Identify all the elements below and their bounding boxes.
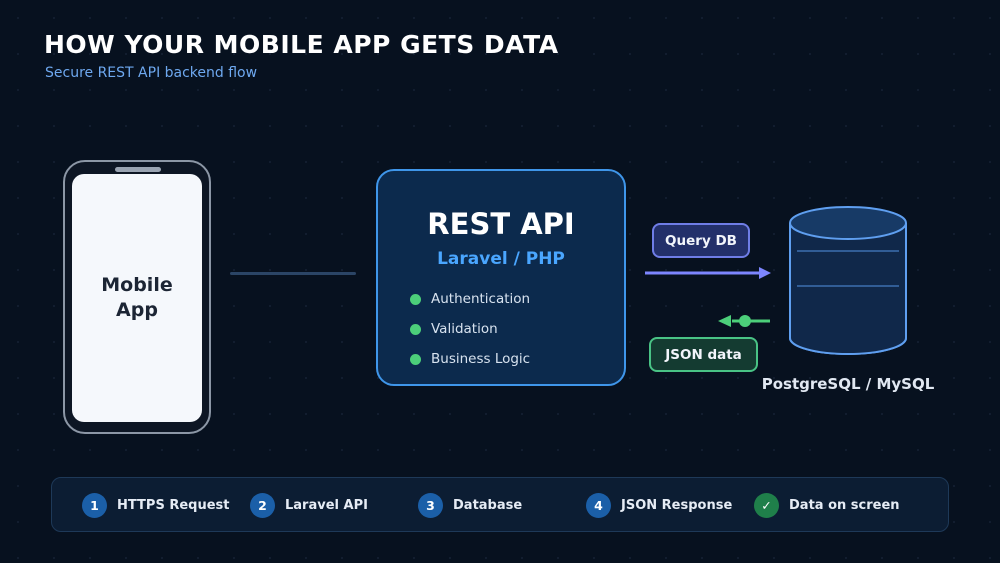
response-arrow-icon <box>718 315 770 327</box>
query-arrow-icon <box>645 267 771 279</box>
mobile-phone: Mobile App <box>63 160 211 434</box>
phone-speaker <box>115 167 161 172</box>
status-dot-icon <box>410 293 421 305</box>
step-laravel-api: 2 Laravel API <box>250 492 368 518</box>
step-number-badge: 2 <box>250 492 275 518</box>
feature-item-authentication: Authentication <box>410 289 530 309</box>
page-subtitle: Secure REST API backend flow <box>45 65 258 81</box>
database-icon <box>789 206 907 355</box>
step-label: Laravel API <box>285 497 368 513</box>
step-number-badge: 4 <box>586 492 611 518</box>
step-number-badge: 3 <box>418 492 443 518</box>
rest-api-card: REST API Laravel / PHP Authentication Va… <box>376 169 626 386</box>
steps-bar: 1 HTTPS Request 2 Laravel API 3 Database… <box>51 477 949 532</box>
phone-api-connector <box>230 272 356 275</box>
mobile-app-label: Mobile App <box>101 274 173 321</box>
feature-label: Authentication <box>431 291 531 307</box>
step-data-on-screen: ✓ Data on screen <box>754 492 900 518</box>
step-label: HTTPS Request <box>117 497 230 513</box>
step-https-request: 1 HTTPS Request <box>82 492 230 518</box>
json-data-badge: JSON data <box>649 337 758 372</box>
feature-item-validation: Validation <box>410 319 498 339</box>
step-database: 3 Database <box>418 492 522 518</box>
query-db-badge: Query DB <box>652 223 750 258</box>
status-dot-icon <box>410 323 421 335</box>
database-label: PostgreSQL / MySQL <box>761 375 935 393</box>
feature-label: Validation <box>431 321 498 337</box>
phone-screen: Mobile App <box>72 174 202 422</box>
step-label: JSON Response <box>621 497 733 513</box>
step-label: Data on screen <box>789 497 900 513</box>
check-icon: ✓ <box>754 492 779 518</box>
feature-item-business-logic: Business Logic <box>410 349 530 369</box>
status-dot-icon <box>410 353 421 365</box>
page-title: HOW YOUR MOBILE APP GETS DATA <box>44 30 559 59</box>
step-json-response: 4 JSON Response <box>586 492 732 518</box>
api-title: REST API <box>427 207 575 241</box>
step-number-badge: 1 <box>82 492 107 518</box>
api-subtitle: Laravel / PHP <box>437 249 565 269</box>
feature-label: Business Logic <box>431 351 531 367</box>
step-label: Database <box>453 497 523 513</box>
